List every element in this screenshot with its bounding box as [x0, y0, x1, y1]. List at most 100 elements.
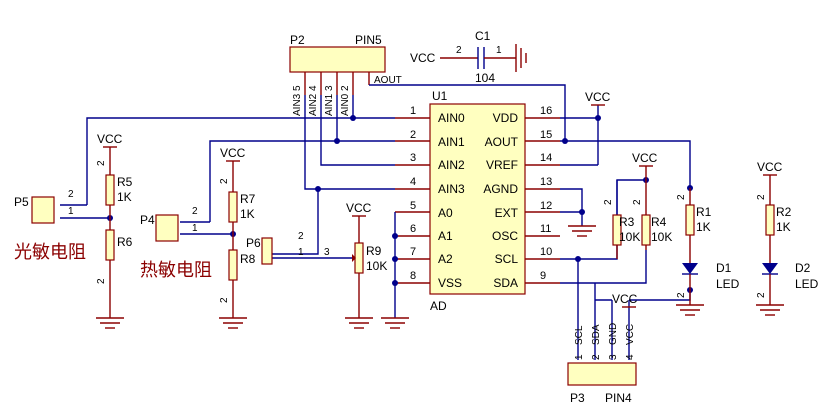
header-p2: P2 PIN5 AIN3 5 AIN2 4 AIN1 3 AIN0 2 AOUT	[289, 33, 402, 116]
r6-resistor-icon	[105, 229, 115, 261]
c1-vcc-label: VCC	[410, 51, 436, 65]
r1-ref: R1	[696, 205, 712, 219]
pin-sda: SDA	[493, 276, 518, 290]
pin-osc: OSC	[492, 229, 518, 243]
r8-resistor-icon	[228, 249, 238, 281]
r9-pin3: 3	[324, 247, 330, 258]
pin-ain3: AIN3	[438, 182, 465, 196]
pin-num-11: 11	[540, 223, 551, 235]
r7-vcc: VCC	[220, 146, 246, 160]
r3-ref: R3	[619, 215, 635, 229]
pin-a2: A2	[438, 252, 453, 266]
r5-resistor-icon	[105, 174, 115, 206]
r5-pin-top: 2	[96, 160, 107, 166]
pin-num-2: 2	[410, 129, 416, 141]
led-d1: R1 1K D1 LED	[676, 188, 740, 316]
pin-ain1: AIN1	[438, 135, 465, 149]
r7-value: 1K	[240, 207, 255, 221]
r5-ref: R5	[117, 175, 133, 189]
pin-vref: VREF	[486, 158, 518, 172]
r2-value: 1K	[776, 220, 791, 234]
u1-ref: U1	[432, 89, 448, 103]
pin-ext: EXT	[495, 206, 519, 220]
pin-num-14: 14	[540, 152, 552, 164]
c1-ref: C1	[475, 29, 491, 43]
r9-wiper-arrow-icon	[352, 254, 356, 262]
p2-pin-ain3: AIN3 5	[292, 85, 303, 116]
r4-value: 10K	[651, 230, 672, 244]
r4-vcc: VCC	[632, 151, 658, 165]
p2-ref: P2	[290, 33, 305, 47]
vss-ground-icon	[381, 317, 409, 329]
r2-vcc: VCC	[757, 160, 783, 174]
r7-pin-top: 2	[219, 178, 230, 184]
pin-num-13: 13	[540, 176, 552, 188]
header-p3: VCC P3 PIN4 SCL SDA GND VCC 1 2 3 4	[567, 292, 638, 405]
pin-num-6: 6	[410, 223, 416, 235]
p2-pin-ain0: AIN0 2	[340, 85, 351, 116]
p2-aout-label: AOUT	[374, 75, 402, 86]
p2-name: PIN5	[355, 33, 382, 47]
r1-pin-top: 2	[676, 194, 687, 200]
p2-pin-ain1: AIN1 3	[324, 85, 335, 116]
p3-vcc: VCC	[612, 292, 638, 306]
pin-num-4: 4	[410, 176, 416, 188]
p2-pin-ain2: AIN2 4	[308, 85, 319, 116]
pin-a1: A1	[438, 229, 453, 243]
pin-scl: SCL	[495, 252, 519, 266]
p4-ref: P4	[140, 213, 155, 227]
p6-ref: P6	[246, 236, 261, 250]
r2-pin-top: 2	[756, 194, 767, 200]
p3-num-4: 4	[625, 354, 636, 360]
r1-resistor-icon	[685, 204, 695, 236]
sensor-thermal: P4 2 1 热敏电阻 VCC R7 1K R8	[140, 146, 256, 329]
r6-pin-bottom: 2	[96, 278, 107, 284]
pin-vdd: VDD	[493, 111, 519, 125]
pin-agnd: AGND	[483, 182, 518, 196]
p3-num-1: 1	[574, 354, 585, 360]
r6-ground-icon	[96, 317, 124, 329]
r9-resistor-icon	[354, 242, 364, 274]
r6-ref: R6	[117, 235, 133, 249]
r7-ref: R7	[240, 192, 256, 206]
r4-ref: R4	[651, 215, 667, 229]
r7-resistor-icon	[228, 191, 238, 223]
p4-pin1: 1	[192, 223, 198, 234]
pullups-r3-r4: VCC R3 10K R4 10K	[612, 151, 672, 259]
r1-value: 1K	[696, 220, 711, 234]
pot-r9: P6 2 1 3 VCC R9 10K	[246, 201, 409, 329]
vdd-supply: VCC	[585, 90, 611, 106]
c1-pin-a: 2	[456, 45, 462, 56]
p3-name: PIN4	[605, 391, 632, 405]
d2-value: LED	[795, 277, 819, 291]
r9-value: 10K	[366, 259, 387, 273]
r2-resistor-icon	[765, 204, 775, 236]
p3-num-2: 2	[591, 354, 602, 360]
p5-pin2: 2	[68, 189, 74, 200]
p6-pin1: 1	[298, 247, 304, 258]
pin-num-5: 5	[410, 200, 416, 212]
p3-pin-vcc: VCC	[625, 324, 636, 345]
d1-value: LED	[716, 277, 740, 291]
p3-pin-gnd: GND	[608, 323, 619, 345]
pin-ain0: AIN0	[438, 111, 465, 125]
wires	[60, 84, 691, 360]
agnd-ground-icon	[568, 225, 596, 237]
c1-value: 104	[475, 71, 495, 85]
pin-num-16: 16	[540, 105, 552, 117]
r2-ref: R2	[776, 205, 792, 219]
d1-pin-bottom: 2	[676, 292, 687, 298]
d2-ground-icon	[756, 304, 784, 316]
r9-vcc: VCC	[346, 201, 372, 215]
r5-vcc: VCC	[97, 132, 123, 146]
pin-vss: VSS	[438, 276, 462, 290]
d1-led-icon	[682, 263, 698, 274]
p3-num-3: 3	[608, 354, 619, 360]
p5-ref: P5	[14, 195, 29, 209]
p3-ref: P3	[570, 391, 585, 405]
pin-num-1: 1	[410, 105, 416, 117]
thermal-sensor-label: 热敏电阻	[140, 260, 212, 281]
r8-ground-icon	[219, 317, 247, 329]
pin-num-9: 9	[540, 270, 546, 282]
